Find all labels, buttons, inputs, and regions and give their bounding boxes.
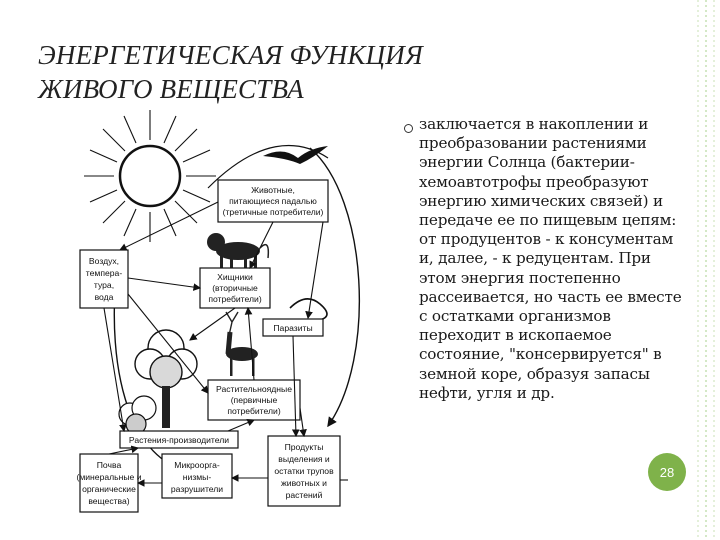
svg-text:(третичные потребители): (третичные потребители) (223, 207, 324, 217)
producers-box: Растения-производители (119, 430, 239, 449)
svg-text:питающиеся падалью: питающиеся падалью (229, 196, 317, 206)
bullet-marker (404, 124, 413, 133)
svg-text:Продукты: Продукты (285, 442, 324, 452)
svg-text:темпера-: темпера- (86, 268, 123, 278)
svg-text:остатки трупов: остатки трупов (274, 466, 334, 476)
svg-text:Растения-производители: Растения-производители (129, 435, 229, 445)
svg-text:Почва: Почва (97, 460, 122, 470)
predators-box: Хищники (вторичные потребители) (199, 267, 271, 309)
svg-text:(вторичные: (вторичные (212, 283, 258, 293)
svg-text:растений: растений (286, 490, 323, 500)
svg-text:Паразиты: Паразиты (273, 323, 312, 333)
page-number-badge: 28 (648, 453, 686, 491)
svg-text:тура,: тура, (94, 280, 114, 290)
svg-text:низмы-: низмы- (183, 472, 212, 482)
soil-box: Почва (минеральные и органические вещест… (76, 453, 142, 513)
svg-text:(минеральные и: (минеральные и (76, 472, 141, 482)
svg-text:(первичные: (первичные (231, 395, 278, 405)
parasite-worm-icon (289, 298, 328, 321)
remains-box: Продукты выделения и остатки трупов живо… (267, 435, 341, 507)
primary-consumers-box: Растительноядные (первичные потребители) (207, 379, 301, 421)
bird-icon (263, 146, 328, 164)
svg-text:вещества): вещества) (88, 496, 129, 506)
bush-icon (118, 395, 157, 435)
svg-text:разрушители: разрушители (171, 484, 223, 494)
energy-flow-diagram: Животные, питающиеся падалью (третичные … (76, 110, 361, 513)
svg-text:Микроорга-: Микроорга- (174, 460, 220, 470)
svg-text:потребители): потребители) (208, 294, 262, 304)
svg-text:Воздух,: Воздух, (89, 256, 119, 266)
svg-text:органические: органические (82, 484, 136, 494)
tertiary-consumers-box: Животные, питающиеся падалью (третичные … (217, 179, 329, 223)
tree-icon (134, 329, 198, 428)
body-text: заключается в накоплении и преобразовани… (419, 115, 682, 402)
abiotic-factors-box: Воздух, темпера- тура, вода (79, 249, 129, 309)
svg-text:выделения и: выделения и (278, 454, 330, 464)
svg-text:вода: вода (95, 292, 114, 302)
parasites-box: Паразиты (262, 318, 324, 337)
sun-icon (84, 110, 216, 242)
svg-text:Растительноядные: Растительноядные (216, 384, 292, 394)
decomposers-box: Микроорга- низмы- разрушители (161, 453, 233, 499)
slide-title: ЭНЕРГЕТИЧЕСКАЯ ФУНКЦИЯ ЖИВОГО ВЕЩЕСТВА (38, 40, 423, 104)
svg-text:Хищники: Хищники (217, 272, 253, 282)
svg-text:Животные,: Животные, (251, 185, 295, 195)
decorative-side-band (692, 0, 720, 540)
svg-text:потребители): потребители) (227, 406, 281, 416)
svg-text:животных и: животных и (281, 478, 327, 488)
